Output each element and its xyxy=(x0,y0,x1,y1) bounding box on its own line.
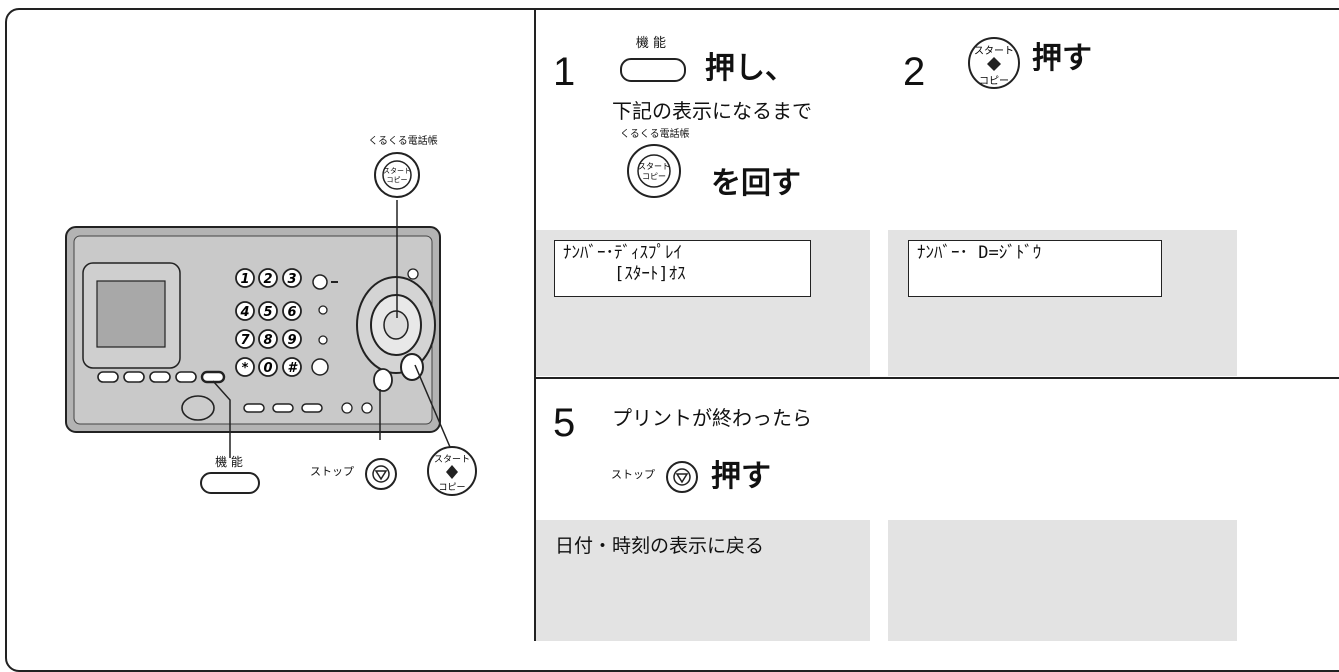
device-start-button xyxy=(400,353,424,381)
step-5-number: 5 xyxy=(553,401,576,445)
lcd-2-line-1: ﾅﾝﾊﾞｰ･ D=ｼﾞﾄﾞｳ xyxy=(917,243,1042,263)
svg-text:コピー: コピー xyxy=(438,482,465,493)
svg-text:1: 1 xyxy=(240,272,249,287)
one-touch-buttons xyxy=(97,370,226,384)
vertical-divider xyxy=(534,8,536,641)
svg-text:6: 6 xyxy=(287,305,296,320)
step-5-stop-label: ストップ xyxy=(611,468,655,481)
svg-text:9: 9 xyxy=(287,333,296,348)
device-function-button xyxy=(200,370,226,384)
lcd-display-1: ﾅﾝﾊﾞｰ･ﾃﾞｨｽﾌﾟﾚｲ [ｽﾀｰﾄ]ｵｽ xyxy=(554,240,811,297)
lcd-1-line-2: [ｽﾀｰﾄ]ｵｽ xyxy=(563,264,686,284)
svg-text:3: 3 xyxy=(287,272,296,287)
svg-text:8: 8 xyxy=(263,333,272,348)
start-button-icon: スタート コピー xyxy=(968,37,1020,89)
step-1-dial-label: くるくる電話帳 xyxy=(620,129,690,140)
device-stop-button xyxy=(373,368,393,392)
svg-text:4: 4 xyxy=(239,305,249,320)
function-callout-button xyxy=(200,472,260,494)
svg-text:スタート: スタート xyxy=(974,45,1014,57)
svg-text:7: 7 xyxy=(240,333,250,348)
device-dial-label: くるくる電話帳 xyxy=(368,136,438,147)
stop-button-icon xyxy=(666,461,698,493)
device-function-label: 機 能 xyxy=(215,455,243,469)
function-button-icon xyxy=(620,58,686,82)
svg-text:#: # xyxy=(287,361,298,376)
svg-text:スタート: スタート xyxy=(434,454,470,465)
result-text: 日付・時刻の表示に戻る xyxy=(555,535,765,557)
svg-text:スタート: スタート xyxy=(383,166,411,175)
dial-icon: スタート コピー xyxy=(627,144,681,198)
lcd-1-line-1: ﾅﾝﾊﾞｰ･ﾃﾞｨｽﾌﾟﾚｲ xyxy=(563,243,682,263)
stop-callout-icon xyxy=(365,458,397,490)
step-1-instruction: 下記の表示になるまで xyxy=(612,99,812,123)
step-5-action: 押す xyxy=(711,459,771,494)
step-1-number: 1 xyxy=(553,50,576,94)
step-1-action: 押し、 xyxy=(705,51,795,86)
svg-text:コピー: コピー xyxy=(642,172,666,181)
svg-text:コピー: コピー xyxy=(387,176,408,184)
svg-text:コピー: コピー xyxy=(979,75,1009,87)
result-panel-1 xyxy=(536,520,870,641)
fax-control-panel-illustration: 1 2 3 4 5 6 7 8 9 * 0 # xyxy=(65,200,451,458)
step-1-dial-action: を回す xyxy=(711,166,801,201)
result-panel-2 xyxy=(888,520,1237,641)
step-1-button-label: 機 能 xyxy=(635,36,667,51)
lcd-display-2: ﾅﾝﾊﾞｰ･ D=ｼﾞﾄﾞｳ xyxy=(908,240,1162,297)
start-callout-icon: スタート コピー xyxy=(427,446,477,496)
dial-callout-icon: スタート コピー xyxy=(374,152,420,198)
keypad: 1 2 3 4 5 6 7 8 9 * 0 # xyxy=(235,268,302,377)
svg-text:*: * xyxy=(242,361,249,376)
svg-text:スタート: スタート xyxy=(638,162,670,171)
step-5-instruction: プリントが終わったら xyxy=(612,406,812,430)
step-2-action: 押す xyxy=(1032,41,1092,76)
step-2-number: 2 xyxy=(903,50,926,94)
svg-text:2: 2 xyxy=(263,272,272,287)
svg-text:5: 5 xyxy=(263,305,272,320)
display-screen xyxy=(96,280,166,348)
horizontal-divider xyxy=(534,377,1339,379)
device-stop-label: ストップ xyxy=(310,465,354,478)
svg-text:0: 0 xyxy=(263,361,272,376)
